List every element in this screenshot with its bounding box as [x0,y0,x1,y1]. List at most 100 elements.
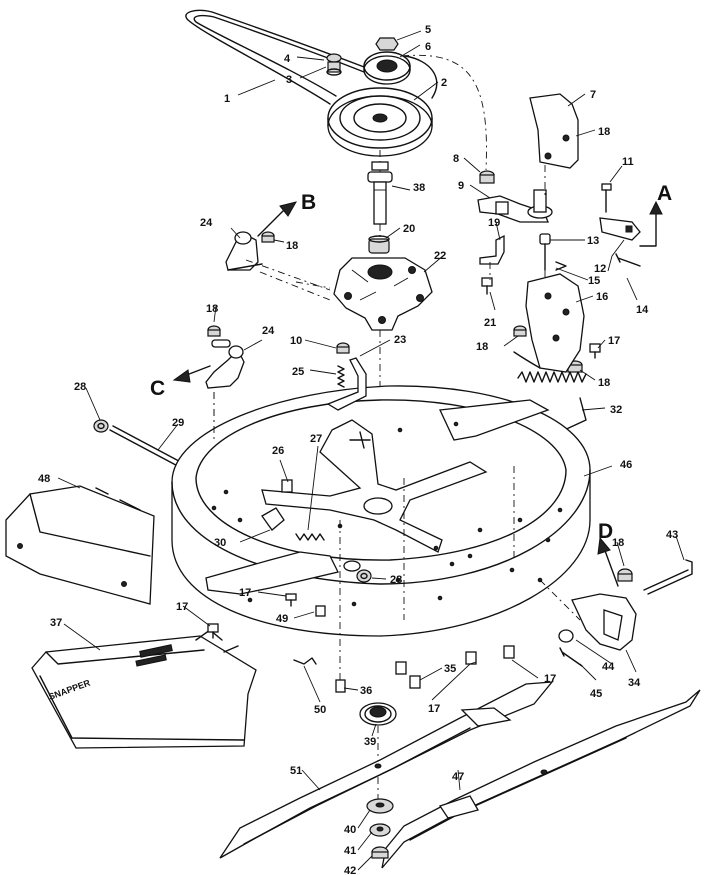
callout-26: 26 [272,445,284,457]
bolt-17-lower-left [285,593,297,607]
bearing-39 [359,702,397,726]
callout-18-left: 18 [206,303,218,315]
callout-2: 2 [441,77,447,89]
callout-32: 32 [610,404,622,416]
view-arrow-b [257,201,298,237]
view-marker-a: A [657,182,672,205]
side-shield-48 [5,485,155,605]
callout-36: 36 [360,685,372,697]
callout-46: 46 [620,459,632,471]
idler-pulley [363,51,411,85]
callout-7: 7 [590,89,596,101]
bracket-19 [479,234,505,265]
bracket-24-upper [225,231,263,271]
callout-38: 38 [413,182,425,194]
leader-lines [57,30,685,871]
bolt-11 [601,183,612,213]
callout-1: 1 [224,93,230,105]
bolt-21 [481,277,493,295]
pin-13 [539,233,551,271]
callout-14: 14 [636,304,649,316]
idler-arm [477,189,553,223]
callout-11: 11 [622,156,634,168]
callout-22: 22 [434,250,446,262]
callout-24-upper: 24 [200,217,213,229]
callout-3: 3 [286,74,292,86]
blade-51 [219,681,554,859]
deck-bracket-30 [205,479,361,595]
callout-13: 13 [587,235,599,247]
callout-51: 51 [290,765,302,777]
callout-45: 45 [590,688,602,700]
view-arrow-c [172,365,211,383]
callout-18-mid-right: 18 [476,341,488,353]
spindle-housing [333,257,433,331]
callout-34: 34 [628,677,641,689]
centerlines [213,54,581,680]
callout-24-lower: 24 [262,325,275,337]
callout-43: 43 [666,529,678,541]
callout-27: 27 [310,433,322,445]
callout-17-lower-left: 17 [239,587,251,599]
callout-9: 9 [458,180,464,192]
callout-48: 48 [38,473,50,485]
callout-19: 19 [488,217,500,229]
nut-28-deck [356,569,372,583]
callout-17-right: 17 [608,335,620,347]
callout-47: 47 [452,771,464,783]
pin-14 [615,253,641,267]
drive-belt [185,9,438,105]
bolt-35 [409,675,421,689]
spring-32 [517,371,587,433]
blade-47 [381,689,701,869]
view-arrow-a [639,200,663,247]
view-marker-b: B [301,191,316,214]
callout-20: 20 [403,223,415,235]
callout-10: 10 [290,335,302,347]
callout-23: 23 [394,334,406,346]
callout-35: 35 [444,663,456,675]
callout-5: 5 [425,24,431,36]
bolt-17-right [589,343,601,359]
callout-41: 41 [344,845,356,857]
callout-18-top-right: 18 [598,126,610,138]
nut-42 [371,846,389,859]
callout-17-bottom-mid: 17 [428,703,440,715]
callout-37: 37 [50,617,62,629]
callout-6: 6 [425,41,431,53]
spindle-bearing [368,235,390,254]
nut-8 [479,170,495,184]
spring-25 [337,365,345,388]
callout-21: 21 [484,317,496,329]
discharge-chute-37: SNAPPER [31,629,257,749]
callout-18-chute-right: 18 [612,537,624,549]
clip-50 [293,657,317,665]
callout-29: 29 [172,417,184,429]
clip-15 [555,261,567,271]
main-pulley [327,87,433,157]
callout-25: 25 [292,366,304,378]
callout-17-chute: 17 [176,601,188,613]
callout-18-upper-left: 18 [286,240,298,252]
washer-41 [369,823,391,837]
callout-labels: 1 2 3 4 5 6 7 18 8 9 11 12 13 14 15 16 1… [38,24,678,875]
nut-18-right-chute [617,568,633,582]
callout-4: 4 [284,53,291,65]
callout-28-left: 28 [74,381,86,393]
pin-45 [559,647,583,667]
washer-stack-3-4 [326,53,342,76]
rod-43 [643,559,693,595]
callout-30: 30 [214,537,226,549]
bracket-7 [529,93,579,169]
callout-16: 16 [596,291,608,303]
nut-28-left [93,419,109,433]
bolt-17-left-bottom [207,623,219,639]
bolt-under-1 [395,661,407,675]
callout-17-lower-right: 17 [544,673,556,685]
plate-16 [513,273,585,373]
nut-18-right-lower [513,325,527,337]
bolt-49 [315,605,326,617]
callout-15: 15 [588,275,600,287]
nut-5 [375,37,399,51]
